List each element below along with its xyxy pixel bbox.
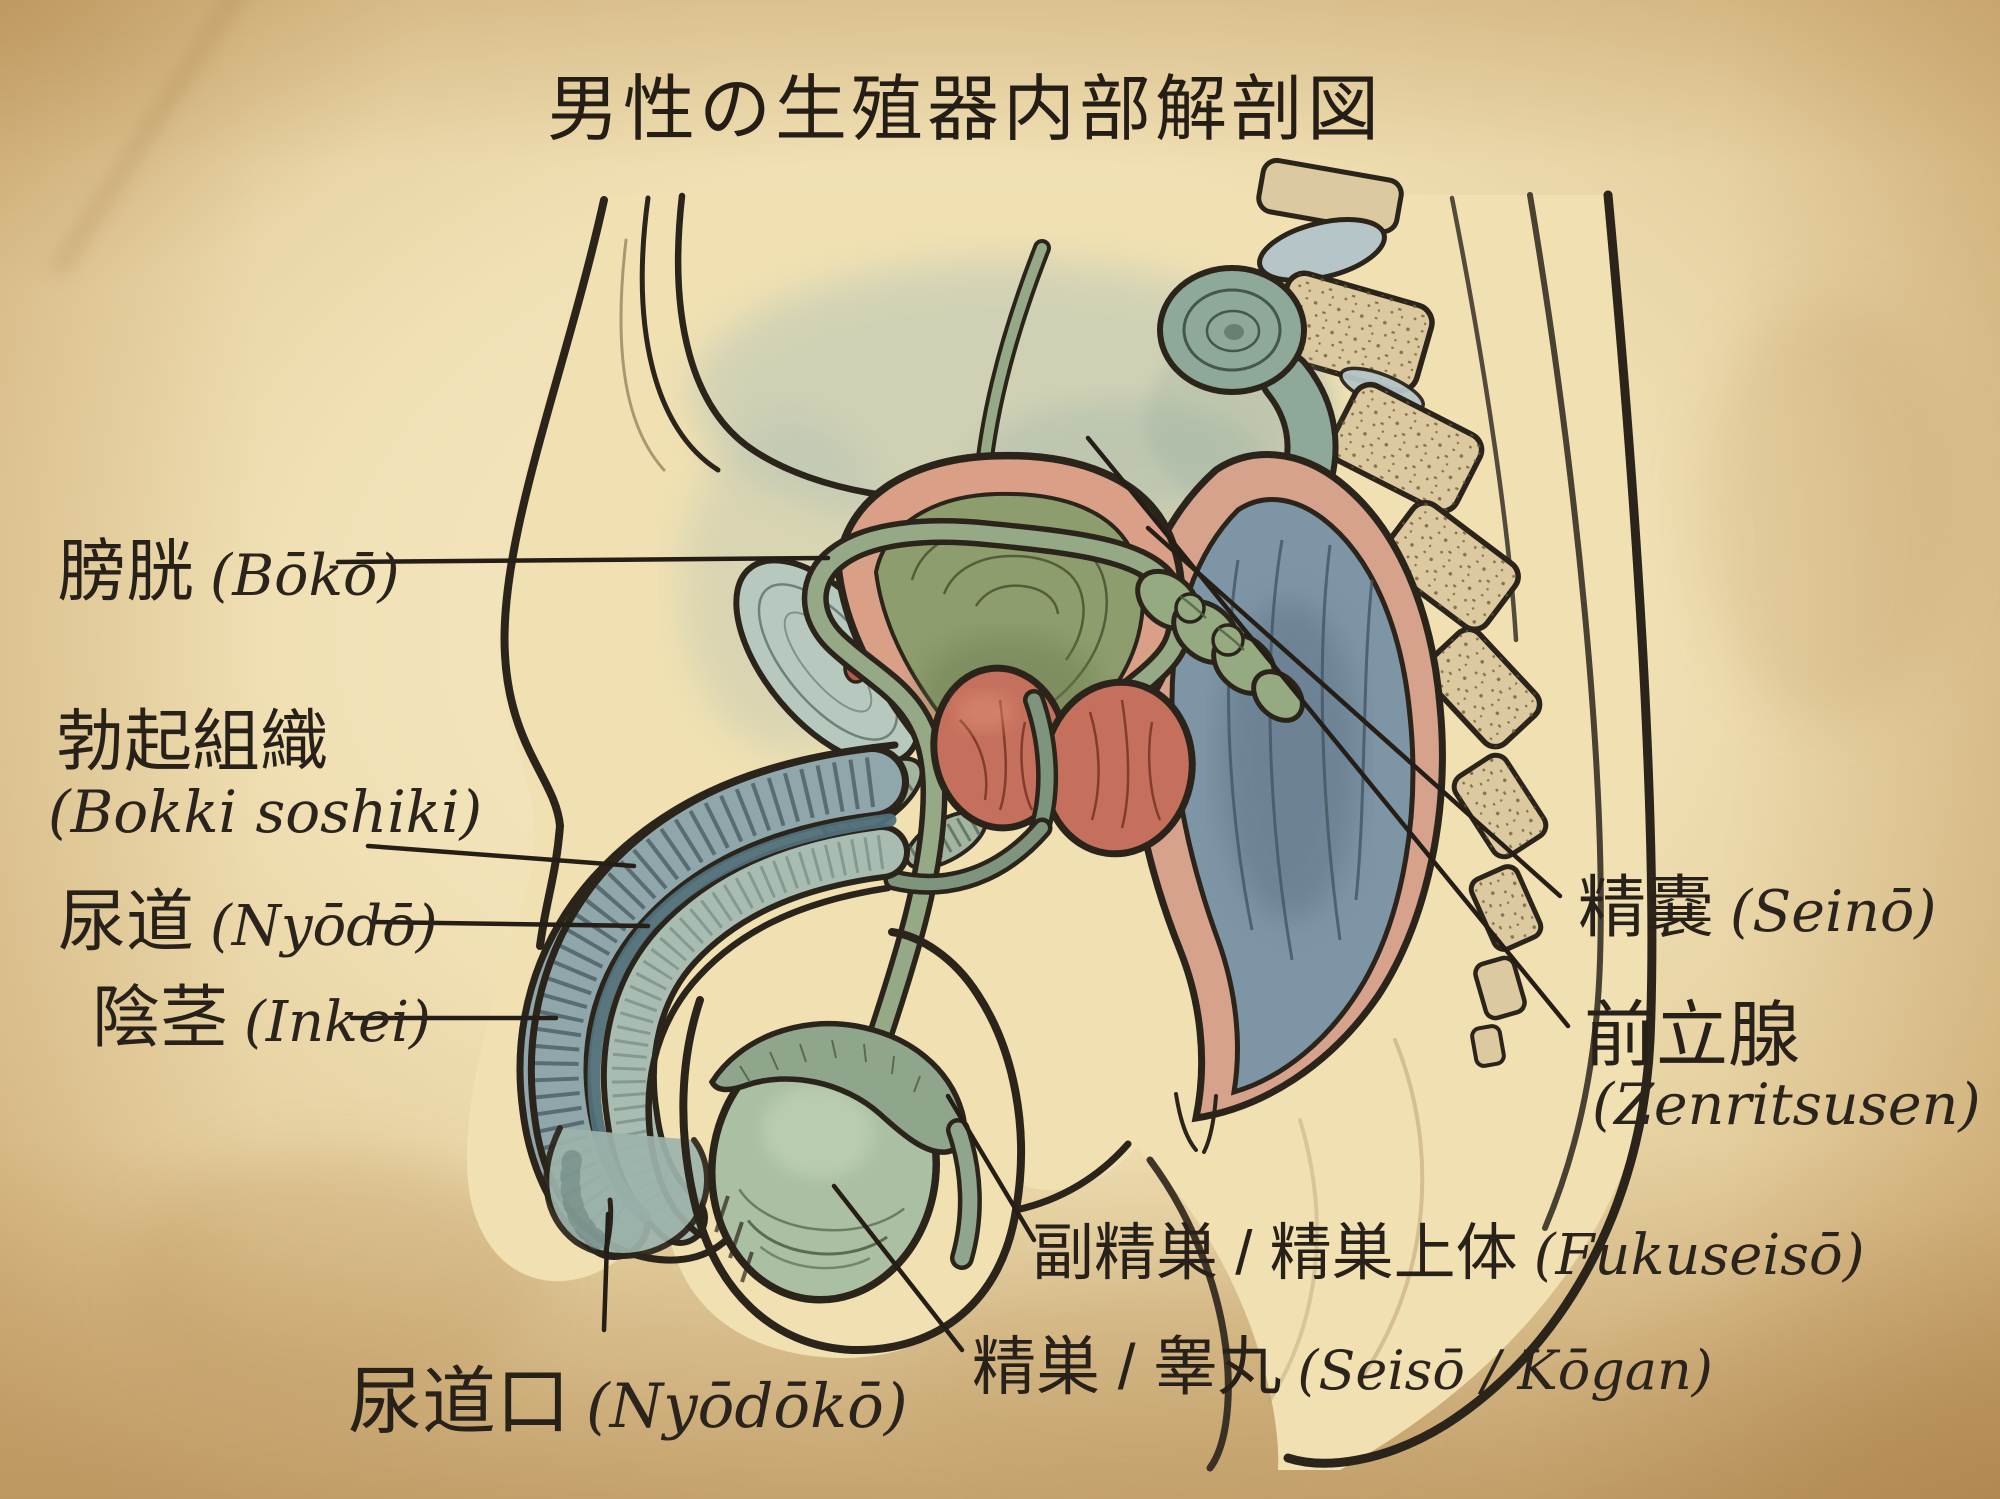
label-bladder-romaji: (Bōkō) xyxy=(210,543,400,609)
leader-prostate xyxy=(1085,435,1571,1029)
urethra-duct xyxy=(883,817,1053,895)
label-testis-romaji: (Seisō / Kōgan) xyxy=(1297,1339,1713,1402)
label-testis: 精巣 / 睾丸 (Seisō / Kōgan) xyxy=(972,1316,1713,1408)
scrotal-sac-outline xyxy=(679,928,1026,1355)
label-prostate-kanji: 前立腺 xyxy=(1584,996,1801,1076)
anus-folds xyxy=(1174,1092,1218,1154)
glans xyxy=(543,1125,711,1259)
label-urethral-opening-kanji: 尿道口 xyxy=(348,1360,570,1443)
prostate-shape xyxy=(930,664,1196,858)
label-urethra: 尿道 (Nyōdō) xyxy=(58,866,438,965)
label-epididymis: 副精巣 / 精巣上体 (Fukuseisō) xyxy=(1032,1202,1865,1292)
label-erectile-tissue-romaji: (Bokki soshiki) xyxy=(48,778,483,846)
page-title: 男性の生殖器内部解剖図 xyxy=(546,70,1383,150)
penis-shape xyxy=(516,741,910,1264)
label-erectile-tissue-romaji-line: (Bokki soshiki) xyxy=(48,778,482,846)
leader-testis xyxy=(831,1183,965,1353)
penis-outer-skin xyxy=(527,741,899,1264)
perineum-lines xyxy=(1012,1140,1232,1472)
label-epididymis-kanji: 副精巣 / 精巣上体 xyxy=(1032,1219,1518,1288)
label-urethra-kanji: 尿道 xyxy=(58,884,195,960)
label-testis-kanji: 精巣 / 睾丸 xyxy=(972,1331,1282,1403)
epididymis-shape xyxy=(708,1020,968,1155)
back-outline-lines xyxy=(1268,190,1657,1468)
label-prostate: 前立腺 xyxy=(1584,976,1800,1081)
paper-blotch xyxy=(1700,300,1960,720)
label-bladder: 膀胱 (Bōkō) xyxy=(58,516,400,615)
label-erectile-tissue-kanji: 勃起組織 xyxy=(56,704,329,780)
label-seminal-vesicle-kanji: 精嚢 xyxy=(1578,870,1715,946)
label-epididymis-romaji: (Fukuseisō) xyxy=(1533,1223,1865,1288)
label-bladder-kanji: 膀胱 xyxy=(58,534,195,610)
spongiosum-texture xyxy=(611,835,885,1231)
leader-erectile-tissue xyxy=(365,843,637,869)
leader-bladder xyxy=(335,555,831,565)
leader-epididymis xyxy=(945,1093,1037,1243)
scrotum-testis xyxy=(679,928,1026,1355)
leader-urethral-opening xyxy=(601,1211,611,1333)
label-erectile-tissue: 勃起組織 xyxy=(56,686,328,785)
label-penis: 陰茎 (Inkei) xyxy=(92,962,431,1061)
label-urethra-romaji: (Nyōdō) xyxy=(210,894,438,959)
leader-seminal-vesicle xyxy=(1145,525,1563,899)
label-prostate-romaji: (Zenritsusen) xyxy=(1592,1072,1981,1138)
label-seminal-vesicle: 精嚢 (Seinō) xyxy=(1578,852,1937,951)
label-urethral-opening-romaji: (Nyōdōkō) xyxy=(586,1371,908,1442)
leader-urethra xyxy=(369,919,651,929)
label-penis-kanji: 陰茎 xyxy=(92,980,229,1056)
epididymis-tail xyxy=(950,1122,978,1266)
label-penis-romaji: (Inkei) xyxy=(244,990,431,1055)
shading-hatches xyxy=(714,1195,754,1283)
leader-lines xyxy=(335,435,1571,1353)
label-prostate-romaji-line: (Zenritsusen) xyxy=(1592,1072,1981,1138)
label-urethral-opening: 尿道口 (Nyōdōkō) xyxy=(348,1342,908,1449)
label-seminal-vesicle-romaji: (Seinō) xyxy=(1730,879,1937,945)
